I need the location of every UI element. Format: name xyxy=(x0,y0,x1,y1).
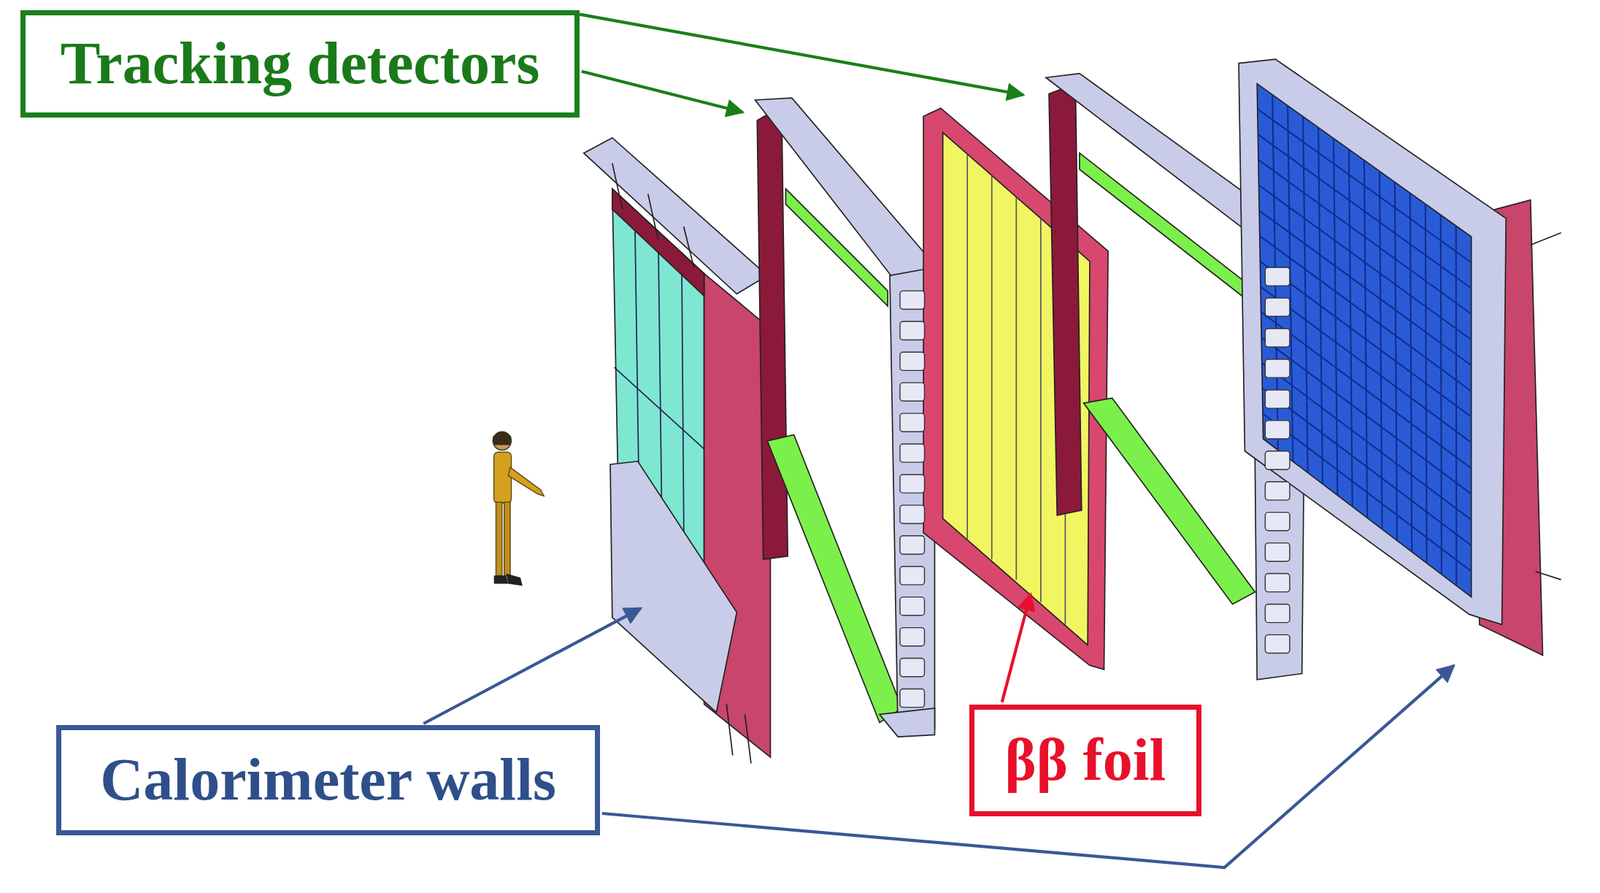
grid-line xyxy=(1260,286,1472,444)
grid-line xyxy=(1455,225,1458,586)
grid-line xyxy=(1410,192,1412,552)
frame-hole xyxy=(900,413,925,432)
leader-line xyxy=(602,664,1455,868)
frame-hole xyxy=(1264,481,1290,500)
person-figure xyxy=(492,431,544,586)
calorimeter-grid xyxy=(1257,94,1472,587)
frame-hole xyxy=(900,505,925,524)
leader-line xyxy=(581,71,744,113)
frame-hole xyxy=(1264,543,1290,562)
frame-hole xyxy=(900,566,925,585)
frame-hole xyxy=(900,321,925,340)
callout-box: ββ foil xyxy=(969,704,1202,817)
frame-hole xyxy=(900,474,925,493)
right-calorimeter-wall xyxy=(1238,59,1562,655)
callout-box: Tracking detectors xyxy=(20,10,580,118)
frame-hole xyxy=(1264,420,1290,439)
callout-label: Tracking detectors xyxy=(60,30,541,97)
frame-hole xyxy=(1264,451,1290,470)
grid-line xyxy=(1262,388,1471,546)
frame-hole xyxy=(1264,512,1290,531)
frame-hole xyxy=(1264,634,1290,653)
frame-hole xyxy=(1264,359,1290,378)
grid-line xyxy=(1262,413,1472,571)
frame-holes xyxy=(900,267,1290,707)
leader-line xyxy=(423,608,641,724)
grid-line xyxy=(1261,311,1472,468)
frame-hole xyxy=(900,443,925,463)
left-calorimeter-wall xyxy=(583,137,771,893)
grid-line xyxy=(1440,214,1442,574)
callout-label: ββ foil xyxy=(1005,727,1167,793)
grid-line xyxy=(1261,337,1472,495)
grid-line xyxy=(1394,181,1398,541)
frame-hole xyxy=(1264,328,1290,347)
frame-hole xyxy=(900,688,925,707)
grid-line xyxy=(1379,170,1383,529)
frame-hole xyxy=(900,535,925,555)
frame-hole xyxy=(900,382,925,401)
frame-hole xyxy=(1264,297,1290,317)
leader-line xyxy=(1002,593,1031,702)
frame-hole xyxy=(1264,267,1290,286)
leader-line xyxy=(579,14,1024,95)
callout-label: Calorimeter walls xyxy=(100,746,557,813)
frame-hole xyxy=(900,597,925,616)
grid-line xyxy=(1259,261,1471,417)
frame-hole xyxy=(1264,573,1290,592)
tracker-frame xyxy=(755,97,938,737)
frame-hole xyxy=(900,351,925,371)
callout-box: Calorimeter walls xyxy=(56,724,600,836)
frame-hole xyxy=(1264,603,1290,622)
grid-line xyxy=(1262,362,1472,520)
frame-hole xyxy=(900,627,925,646)
frame-hole xyxy=(900,290,925,309)
frame-hole xyxy=(900,658,925,677)
grid-line xyxy=(1425,203,1428,563)
frame-hole xyxy=(1264,389,1290,409)
